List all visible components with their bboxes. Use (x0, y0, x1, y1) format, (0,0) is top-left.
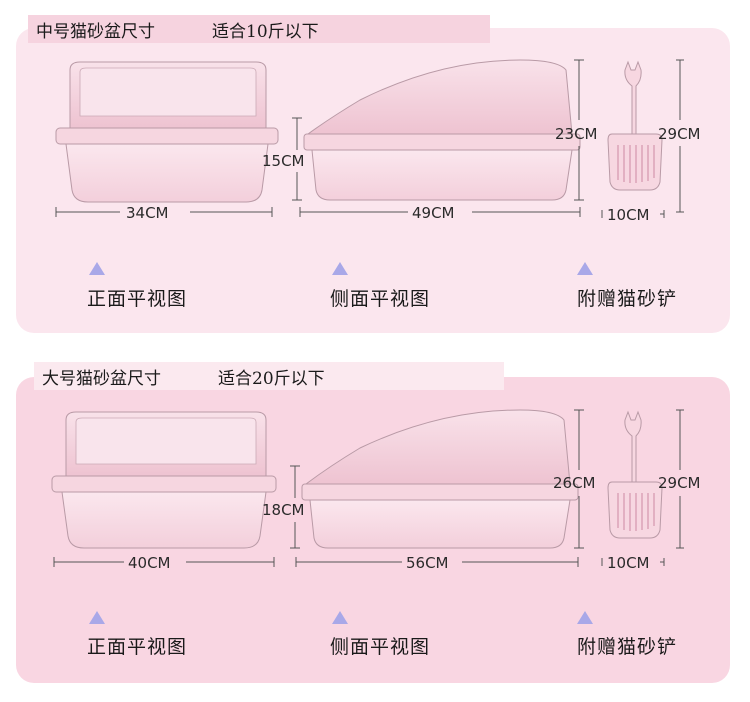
large-front-view-label: 正面平视图 (87, 636, 188, 658)
large-front-triangle-icon (89, 611, 105, 624)
large-side-low-height-label: 18CM (262, 501, 305, 519)
medium-title: 中号猫砂盆尺寸 (36, 21, 155, 42)
large-side-triangle-icon (332, 611, 348, 624)
large-title: 大号猫砂盆尺寸 (42, 368, 161, 389)
medium-scoop-view-label: 附赠猫砂铲 (577, 288, 678, 310)
large-scoop-width-label: 10CM (607, 554, 650, 572)
medium-front-width-label: 34CM (126, 204, 169, 222)
medium-side-low-height-label: 15CM (262, 152, 305, 170)
large-capacity: 适合20斤以下 (218, 368, 325, 389)
large-side-length-label: 56CM (406, 554, 449, 572)
medium-side-view-label: 侧面平视图 (330, 288, 431, 310)
large-front-width-label: 40CM (128, 554, 171, 572)
medium-side-length-label: 49CM (412, 204, 455, 222)
medium-scoop-height-label: 29CM (658, 125, 701, 143)
large-side-high-height-label: 26CM (553, 474, 596, 492)
medium-scoop-width-label: 10CM (607, 206, 650, 224)
medium-title-bar: 中号猫砂盆尺寸 适合10斤以下 (28, 15, 490, 43)
medium-side-high-height-label: 23CM (555, 125, 598, 143)
medium-capacity: 适合10斤以下 (212, 21, 319, 42)
large-scoop-triangle-icon (577, 611, 593, 624)
large-title-bar: 大号猫砂盆尺寸 适合20斤以下 (34, 362, 504, 390)
large-side-view-label: 侧面平视图 (330, 636, 431, 658)
large-scoop-height-label: 29CM (658, 474, 701, 492)
large-scoop-view-label: 附赠猫砂铲 (577, 636, 678, 658)
medium-scoop-triangle-icon (577, 262, 593, 275)
medium-front-view-label: 正面平视图 (87, 288, 188, 310)
medium-side-triangle-icon (332, 262, 348, 275)
medium-front-triangle-icon (89, 262, 105, 275)
